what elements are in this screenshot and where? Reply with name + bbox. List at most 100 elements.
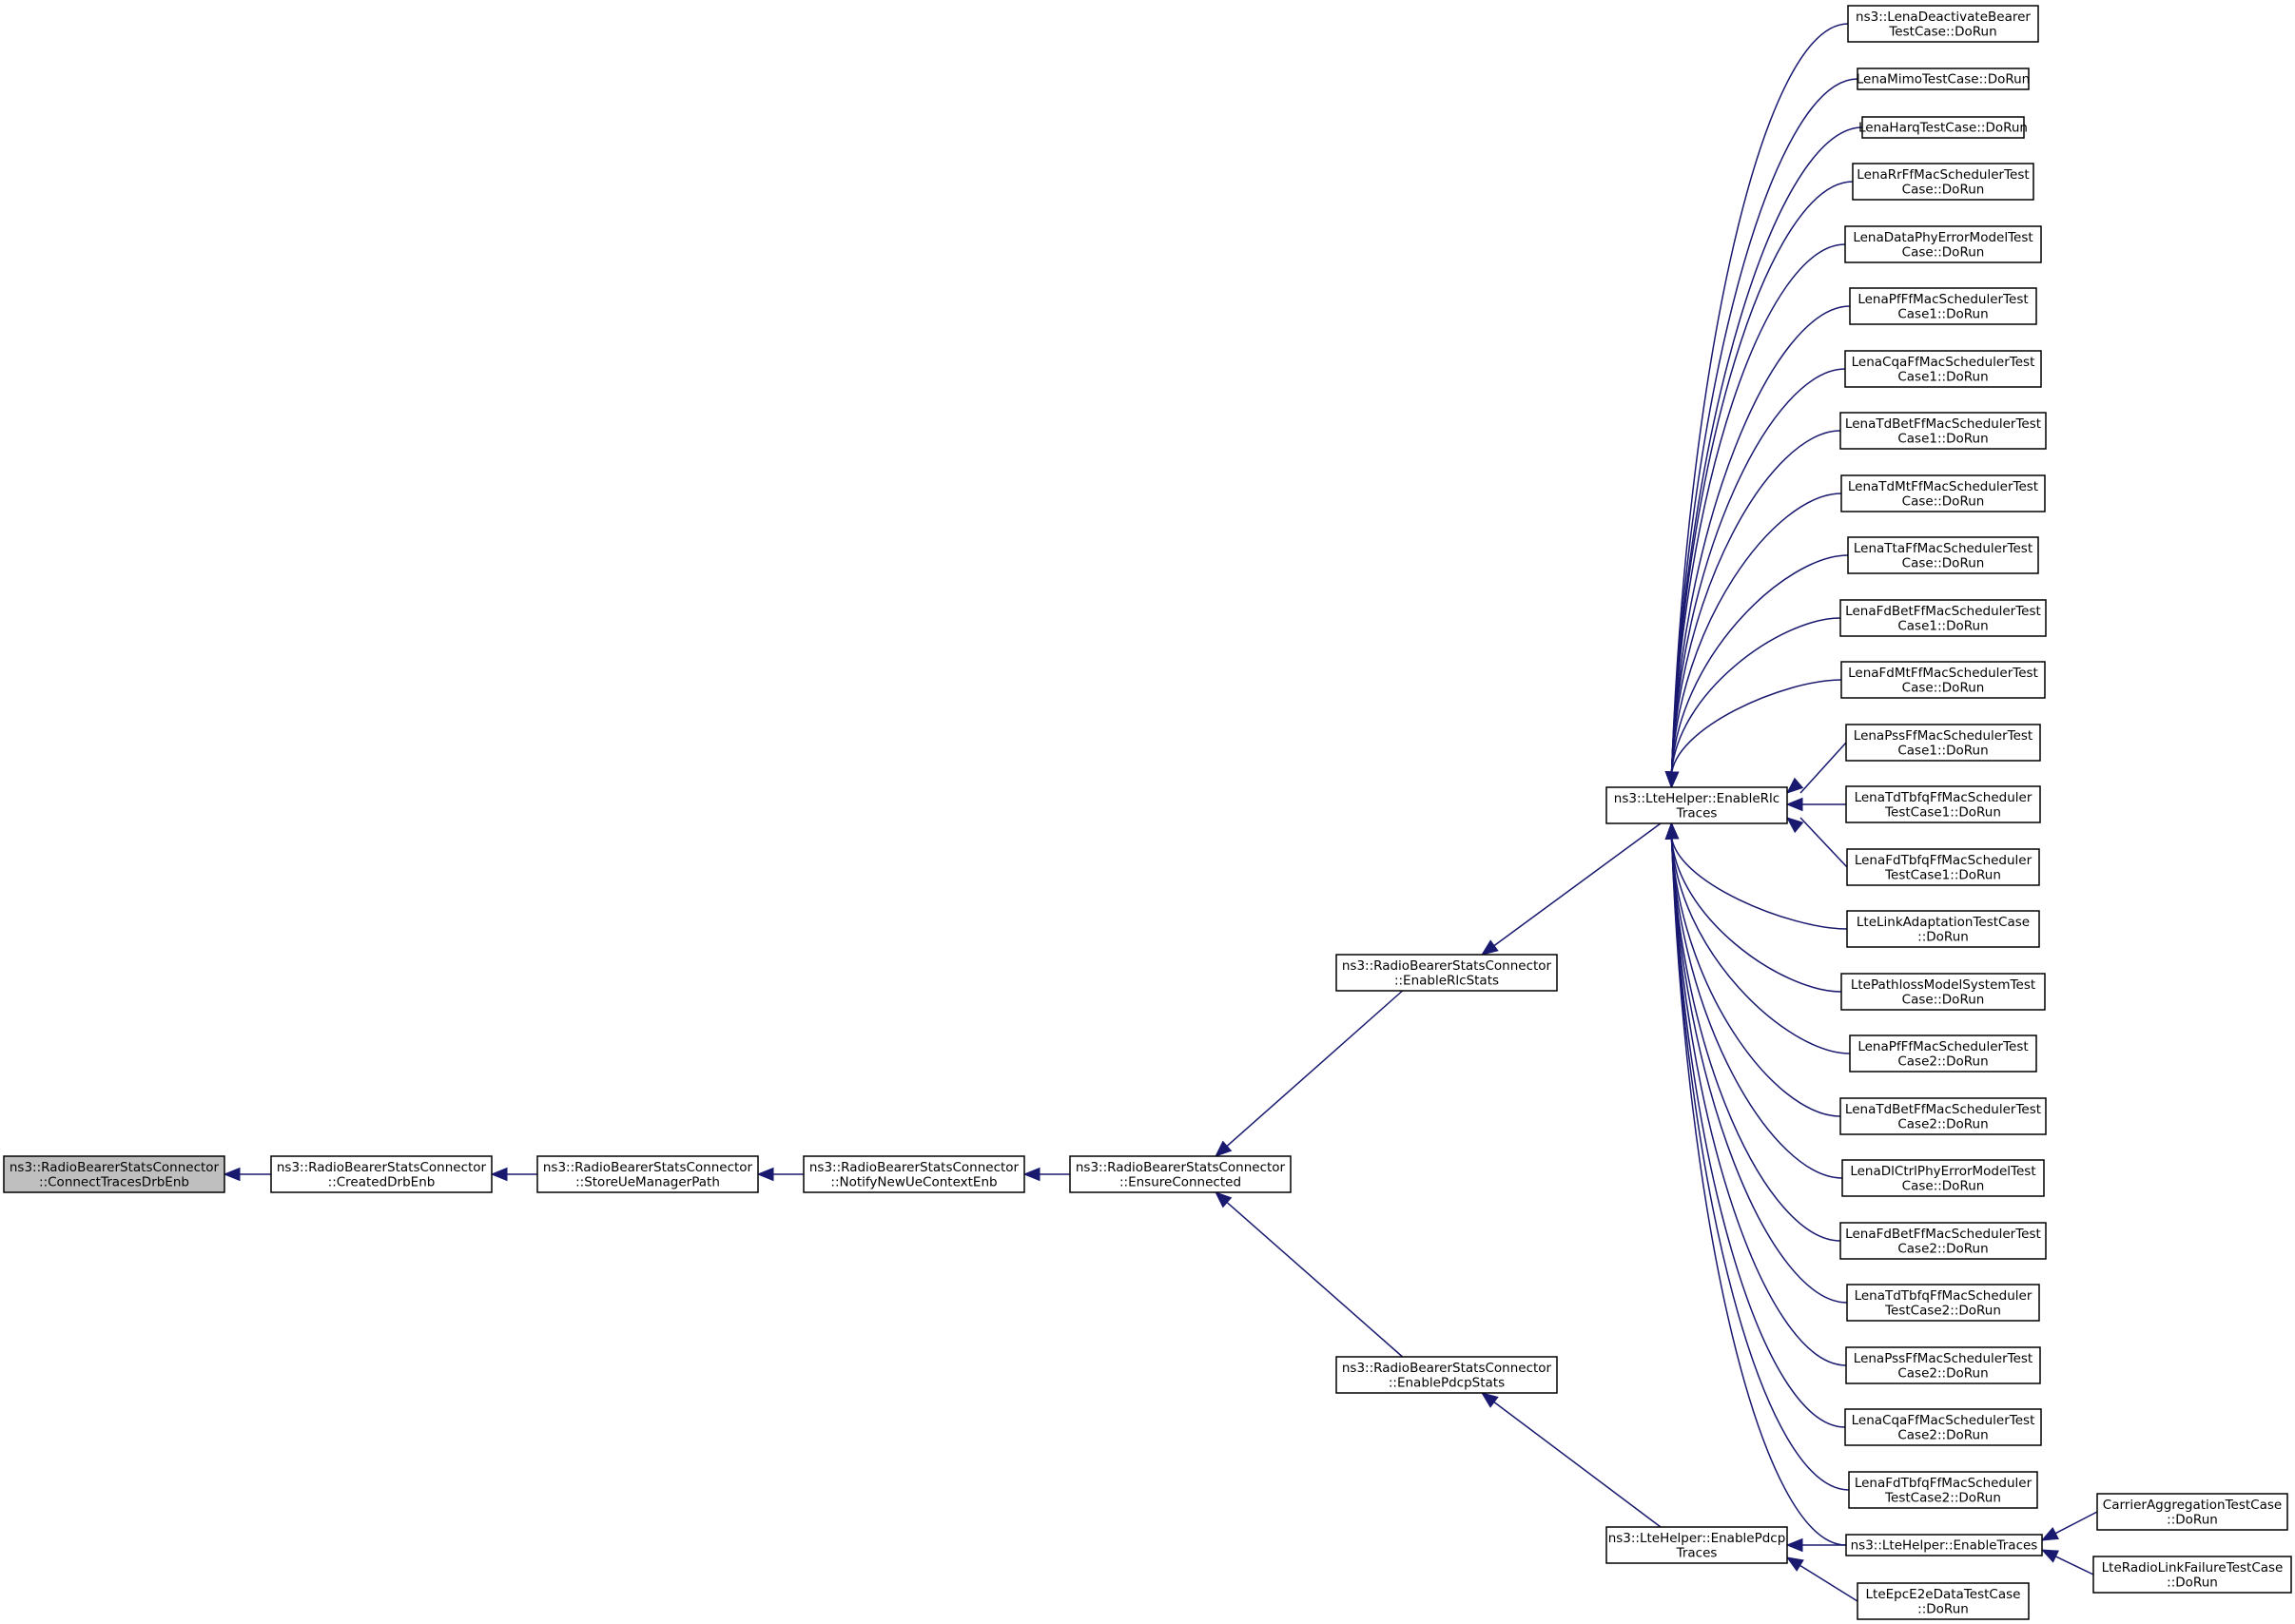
node-label-line: Case2::DoRun [1897,1054,1988,1069]
node-label-line: Traces [1676,1545,1718,1560]
node-label-line: ::NotifyNewUeContextEnb [830,1174,997,1189]
edge-notifyNewUeContextEnb-to-storeUeManagerPath [756,1167,804,1182]
node-box [1844,350,2042,388]
edge-line [1798,1563,1858,1602]
node-label-line: ::EnablePdcpStats [1389,1375,1505,1390]
edge-line [1670,23,1849,777]
node-enableTraces[interactable]: ns3::LteHelper::EnableTraces [1845,1534,2043,1556]
node-label-line: Case1::DoRun [1897,306,1988,321]
edge-createdDrbEnb-to-connectTraces [223,1167,271,1182]
node-label-line: ns3::RadioBearerStatsConnector [10,1160,220,1175]
node-connectTraces[interactable]: ns3::RadioBearerStatsConnector::ConnectT… [3,1155,225,1193]
node-label-line: LteRadioLinkFailureTestCase [2102,1560,2284,1576]
node-label-line: LenaTdMtFfMacSchedulerTest [1848,479,2038,494]
node-enableRlcStats[interactable]: ns3::RadioBearerStatsConnector::EnableRl… [1335,954,1558,992]
edge-line [1670,834,1848,1304]
node-box [1857,1582,2030,1620]
node-label-line: CarrierAggregationTestCase [2103,1498,2282,1513]
node-label-line: Case2::DoRun [1897,1427,1988,1442]
edge-arrowhead [1215,1140,1233,1157]
node-label-line: LenaTdBetFfMacSchedulerTest [1845,416,2041,432]
node-label-line: Case2::DoRun [1897,1365,1988,1381]
node-label-line: ::EnableRlcStats [1394,973,1499,988]
edge-line [1670,834,1841,1242]
node-carrierAggregation[interactable]: CarrierAggregationTestCase::DoRun [2096,1493,2288,1531]
node-label-line: LenaMimoTestCase::DoRun [1857,72,2031,87]
node-label-line: Case::DoRun [1902,493,1985,509]
node-enablePdcpStats[interactable]: ns3::RadioBearerStatsConnector::EnablePd… [1335,1356,1558,1394]
node-label-line: ::ConnectTracesDrbEnb [39,1174,189,1189]
node-notifyNewUeContextEnb[interactable]: ns3::RadioBearerStatsConnector::NotifyNe… [803,1155,1025,1193]
node-label-line: ns3::RadioBearerStatsConnector [1342,1361,1552,1376]
node-box [1845,724,2041,762]
node-label-line: ::DoRun [2167,1512,2218,1527]
edge-arrowhead [1215,1191,1233,1208]
node-box [1840,973,2046,1011]
edge-enablePdcpStats-to-ensureConnected [1215,1191,1404,1358]
edge-line [1670,243,1846,777]
edge-line [1225,990,1404,1149]
edge-line [1670,368,1846,777]
node-lteRadioLinkFailure[interactable]: LteRadioLinkFailureTestCase::DoRun [2092,1556,2292,1594]
node-label-line: ::CreatedDrbEnb [328,1174,436,1189]
node-storeUeManagerPath[interactable]: ns3::RadioBearerStatsConnector::StoreUeM… [536,1155,759,1193]
node-label-line: LenaHarqTestCase::DoRun [1858,121,2028,136]
node-label-line: LenaFdTbfqFfMacScheduler [1855,1476,2032,1491]
node-label-line: ::EnsureConnected [1119,1174,1241,1189]
node-label-line: ::StoreUeManagerPath [575,1174,720,1189]
edge-line [1799,742,1847,794]
node-box [1852,163,2034,201]
node-label-line: LenaPfFfMacSchedulerTest [1857,292,2028,307]
edge-line [2053,1511,2098,1536]
node-t2[interactable]: LenaHarqTestCase::DoRun [1858,116,2028,139]
edge-line [1670,834,1848,930]
edge-enableRlcTraces-to-enableRlcStats [1481,822,1662,956]
node-lteEpcE2eData[interactable]: LteEpcE2eDataTestCase::DoRun [1857,1582,2030,1620]
node-label-line: LenaTdTbfqFfMacScheduler [1855,790,2032,805]
node-label-line: TestCase1::DoRun [1884,804,2001,820]
edge-arrowhead [1785,1537,1803,1553]
node-createdDrbEnb[interactable]: ns3::RadioBearerStatsConnector::CreatedD… [270,1155,493,1193]
node-box [1844,225,2042,263]
node-ensureConnected[interactable]: ns3::RadioBearerStatsConnector::EnsureCo… [1069,1155,1292,1193]
node-label-line: LenaFdBetFfMacSchedulerTest [1845,604,2041,619]
edge-arrowhead [756,1167,774,1182]
edge-arrowhead [223,1167,241,1182]
node-box [803,1155,1025,1193]
edge-arrowhead [1785,1556,1804,1572]
node-t15[interactable]: LteLinkAdaptationTestCase::DoRun [1846,910,2040,948]
edge-t11-to-enableRlcTraces [1664,679,1842,789]
node-box [1839,412,2047,450]
node-label-line: ns3::RadioBearerStatsConnector [809,1160,1020,1175]
node-label-line: ::DoRun [1917,929,1969,944]
node-label-line: ns3::RadioBearerStatsConnector [1076,1160,1286,1175]
node-box [1846,910,2040,948]
node-box [1069,1155,1292,1193]
node-label-line: LteLinkAdaptationTestCase [1857,915,2030,930]
node-t1[interactable]: LenaMimoTestCase::DoRun [1857,68,2031,90]
